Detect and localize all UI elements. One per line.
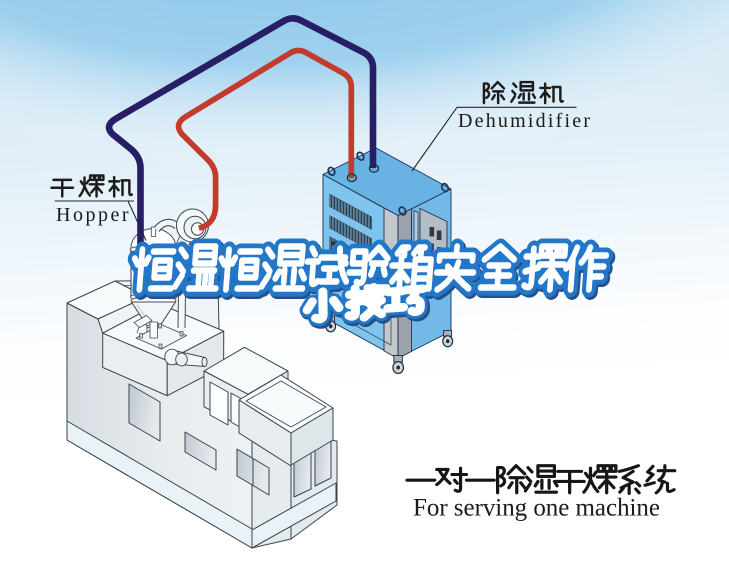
svg-text:Hopper: Hopper [56, 204, 129, 226]
svg-text:Dehumidifier: Dehumidifier [458, 110, 590, 132]
svg-text:For serving one machine: For serving one machine [413, 495, 660, 522]
